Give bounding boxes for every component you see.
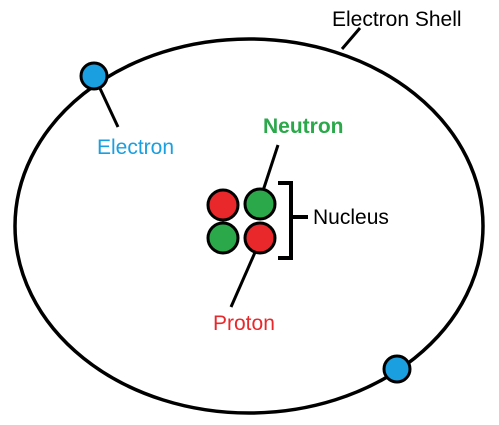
electron-label: Electron xyxy=(97,136,174,159)
neutron-label: Neutron xyxy=(263,115,344,138)
electron-shell-label: Electron Shell xyxy=(332,8,462,31)
electron-shell-leader xyxy=(340,27,362,50)
proton-particle-bottom-right xyxy=(243,221,277,255)
electron-particle-top xyxy=(79,61,109,91)
neutron-particle-top-right xyxy=(243,187,277,221)
electron-shell-orbit xyxy=(13,37,485,415)
neutron-particle-bottom-left xyxy=(206,221,240,255)
electron-particle-bottom xyxy=(382,354,412,384)
nucleus-bracket xyxy=(278,181,308,260)
proton-particle-top-left xyxy=(206,188,240,222)
electron-leader xyxy=(95,81,120,128)
nucleus-label: Nucleus xyxy=(313,206,389,229)
proton-label: Proton xyxy=(213,312,275,335)
